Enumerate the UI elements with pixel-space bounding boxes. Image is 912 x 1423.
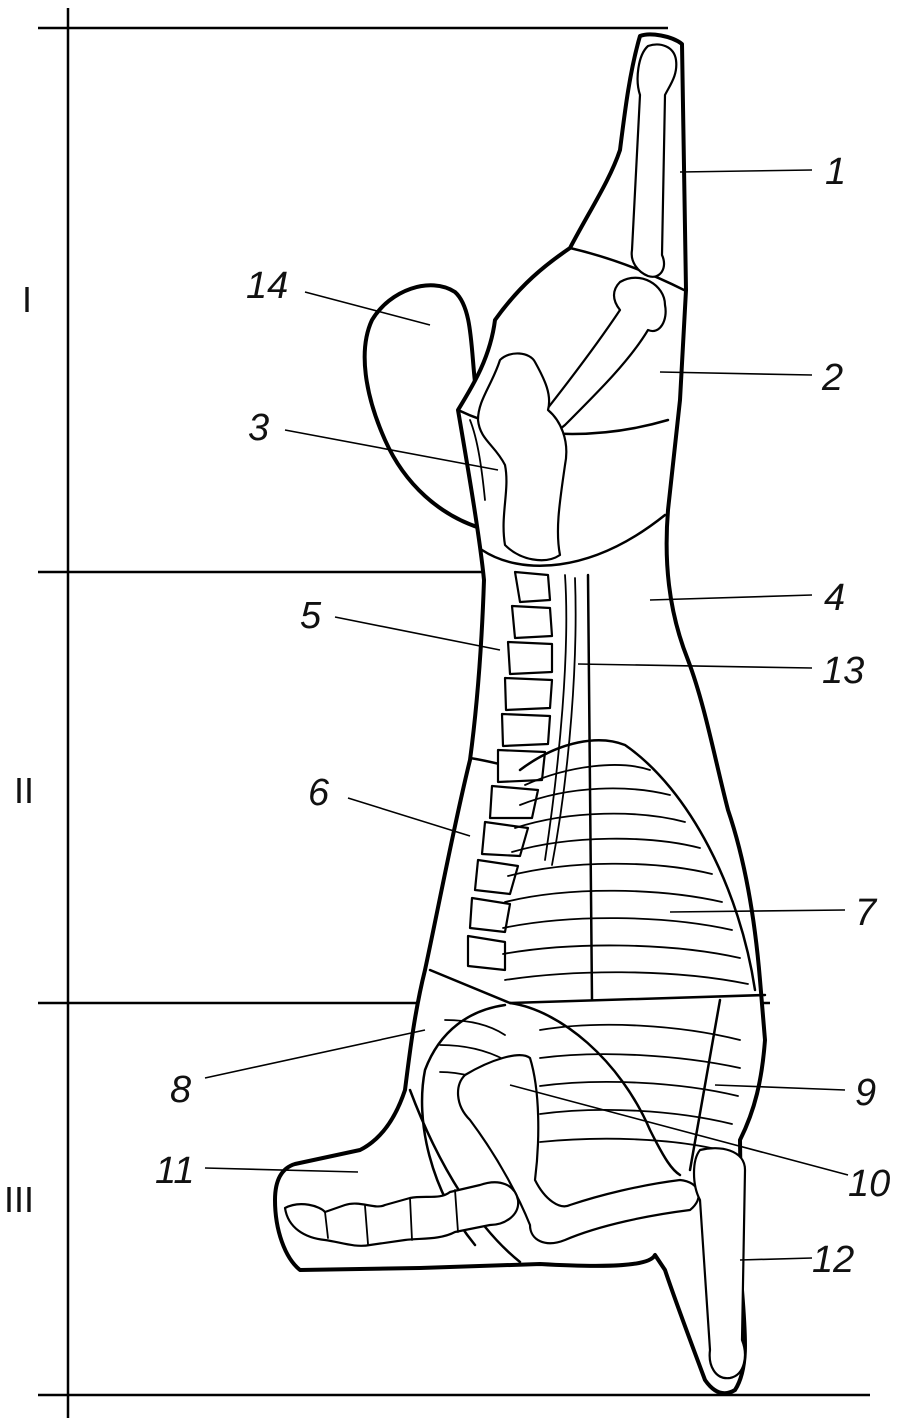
leader-12 — [739, 1257, 813, 1261]
part-label-5: 5 — [300, 595, 322, 637]
leader-4 — [649, 594, 813, 601]
rib — [524, 764, 651, 786]
leader-9 — [714, 1084, 846, 1091]
cut-line-9-right — [688, 998, 722, 1172]
lumbar-vertebra — [503, 676, 554, 712]
thoracic-vertebra — [496, 748, 547, 784]
part-label-3: 3 — [248, 407, 269, 449]
part-label-6: 6 — [308, 772, 330, 814]
part-label-4: 4 — [824, 577, 845, 619]
leader-6 — [347, 797, 471, 837]
vertebra-joint — [454, 1189, 459, 1233]
leader-14 — [304, 291, 431, 326]
short-rib — [444, 1019, 506, 1036]
rib — [502, 917, 733, 931]
leader-8 — [204, 1029, 426, 1079]
cut-line-6-8 — [428, 968, 512, 1005]
radius-ulna-bone — [692, 1147, 747, 1380]
leader-7 — [669, 909, 846, 913]
part-label-14: 14 — [246, 265, 288, 307]
foreleg-bones — [283, 1054, 747, 1380]
rib — [504, 889, 723, 903]
cut-line-9-10 — [508, 1001, 682, 1177]
rib — [504, 971, 749, 985]
part-label-8: 8 — [170, 1069, 191, 1111]
flank-flap-outline — [362, 283, 481, 530]
cut-line-3-4 — [480, 513, 667, 568]
part-label-9: 9 — [855, 1072, 876, 1114]
leader-1 — [679, 169, 813, 173]
cut-line-1-2 — [568, 246, 686, 292]
tibia-bone — [630, 43, 678, 278]
vertebra-joint — [364, 1205, 369, 1245]
thoracic-vertebra — [473, 858, 520, 896]
part-label-12: 12 — [812, 1239, 854, 1281]
section-frame — [38, 8, 870, 1418]
leader-2 — [659, 371, 813, 376]
rib — [539, 1109, 733, 1125]
lumbar-vertebra — [510, 604, 554, 640]
psoas-muscle-line — [551, 577, 577, 866]
lumbar-vertebra — [513, 570, 552, 604]
part-label-11: 11 — [155, 1150, 194, 1192]
section-label-III: III — [4, 1179, 34, 1220]
part-label-7: 7 — [855, 892, 878, 934]
leader-5 — [334, 616, 501, 651]
thoracic-vertebra — [488, 784, 540, 820]
rib — [514, 812, 686, 829]
cervical-vertebrae — [283, 1181, 520, 1247]
rib — [502, 944, 741, 959]
vertebral-column — [466, 570, 577, 972]
femur-bone — [537, 276, 667, 435]
rib-cage — [502, 739, 757, 992]
rib — [519, 787, 671, 806]
rib-outer — [518, 739, 757, 992]
part-label-13: 13 — [822, 650, 864, 692]
vertebra-joint — [324, 1211, 329, 1239]
pelvis-bone — [476, 352, 568, 562]
psoas-muscle-line — [544, 574, 568, 861]
leader-11 — [204, 1167, 359, 1173]
rib — [539, 1081, 739, 1097]
rib — [511, 837, 701, 853]
rib — [507, 862, 713, 877]
thoracic-vertebra — [468, 896, 512, 934]
hind-leg-bones — [469, 43, 678, 562]
section-label-I: I — [22, 279, 32, 320]
rib — [539, 1137, 721, 1151]
rib — [539, 1053, 741, 1069]
thoracic-vertebra — [466, 934, 507, 972]
part-label-1: 1 — [825, 151, 846, 193]
cut-line-13 — [586, 573, 594, 1002]
thoracic-vertebra — [480, 820, 530, 858]
lumbar-vertebra — [500, 712, 552, 748]
leader-10 — [509, 1084, 849, 1176]
cut-line-7-9 — [508, 993, 767, 1005]
leader-lines — [204, 169, 849, 1261]
section-label-II: II — [14, 770, 34, 811]
lumbar-vertebra — [506, 640, 554, 676]
part-label-10: 10 — [848, 1163, 890, 1205]
leader-13 — [577, 663, 813, 669]
vertebra-joint — [409, 1197, 413, 1241]
part-labels: 1 2 3 4 5 6 7 8 9 10 11 12 13 14 — [155, 151, 890, 1281]
leader-3 — [284, 429, 499, 471]
rib — [539, 1023, 741, 1041]
part-label-2: 2 — [821, 357, 843, 399]
sacrum-line — [469, 419, 486, 501]
